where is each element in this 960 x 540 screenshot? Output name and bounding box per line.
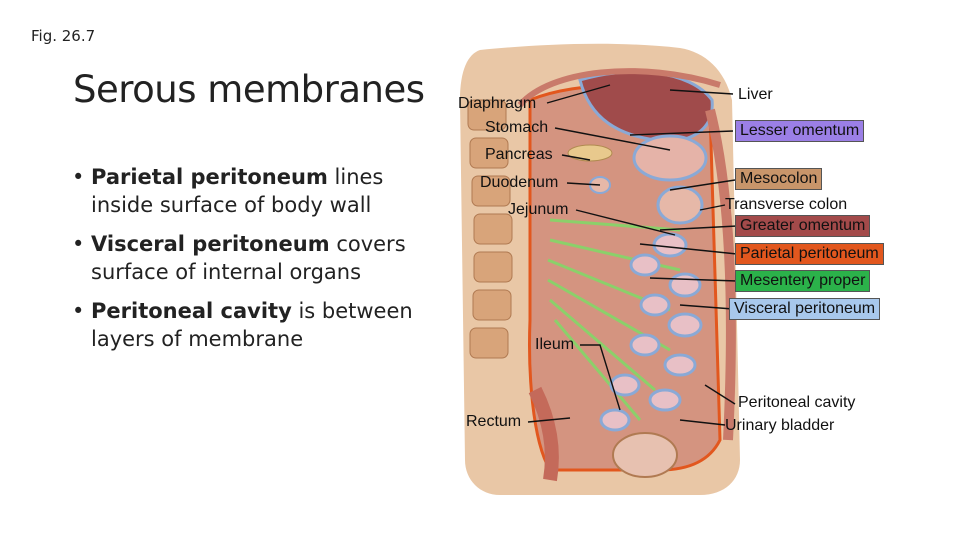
bullet-term: Visceral peritoneum — [91, 232, 330, 256]
figure-number: Fig. 26.7 — [31, 27, 96, 45]
abdomen-section-illustration — [460, 43, 740, 495]
label-duodenum: Duodenum — [480, 174, 559, 191]
bullet-list: Parietal peritoneum lines inside surface… — [72, 163, 432, 364]
label-visceral-peritoneum: Visceral peritoneum — [729, 298, 881, 320]
slide-title: Serous membranes — [73, 68, 425, 111]
label-diaphragm: Diaphragm — [458, 95, 537, 112]
bullet-text: lines inside surface of body wall — [91, 165, 384, 217]
label-pancreas: Pancreas — [485, 146, 553, 163]
bullet-term: Parietal peritoneum — [91, 165, 328, 189]
label-parietal-peritoneum: Parietal peritoneum — [735, 243, 884, 265]
urinary-bladder-organ — [612, 432, 678, 478]
label-transverse-colon: Transverse colon — [725, 196, 848, 213]
label-jejunum: Jejunum — [508, 201, 569, 218]
pancreas-organ — [567, 144, 613, 162]
transverse-colon-organ — [656, 185, 704, 225]
intestine-loops — [599, 232, 703, 432]
label-mesentery-proper: Mesentery proper — [735, 270, 871, 292]
label-ileum: Ileum — [535, 336, 575, 353]
bullet-text: is between layers of membrane — [91, 299, 413, 351]
mesentery — [547, 218, 681, 421]
label-urinary-bladder: Urinary bladder — [725, 417, 835, 434]
label-lesser-omentum: Lesser omentum — [735, 120, 865, 142]
label-greater-omentum: Greater omentum — [735, 215, 871, 237]
label-peritoneal-cavity: Peritoneal cavity — [738, 394, 856, 411]
label-mesocolon: Mesocolon — [735, 168, 823, 190]
label-rectum: Rectum — [466, 413, 522, 430]
bullet-item: Parietal peritoneum lines inside surface… — [72, 163, 432, 219]
rectum-organ — [528, 386, 559, 482]
vertebral-column — [467, 99, 513, 359]
bullet-text: covers surface of internal organs — [91, 232, 406, 284]
label-stomach: Stomach — [485, 119, 549, 136]
label-liver: Liver — [738, 86, 773, 103]
bullet-item: Visceral peritoneum covers surface of in… — [72, 230, 432, 286]
bullet-item: Peritoneal cavity is between layers of m… — [72, 297, 432, 353]
bullet-term: Peritoneal cavity — [91, 299, 292, 323]
diaphragm-muscle — [517, 68, 721, 108]
